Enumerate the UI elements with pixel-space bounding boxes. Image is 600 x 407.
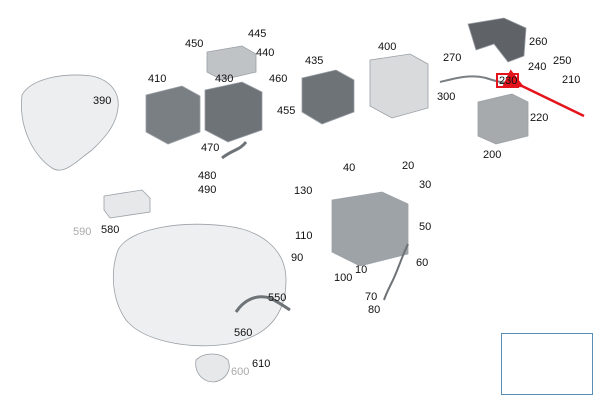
part-label[interactable]: 490	[198, 184, 217, 196]
part-label[interactable]: 390	[93, 95, 112, 107]
part-label[interactable]: 270	[443, 52, 462, 64]
part-label[interactable]: 445	[248, 28, 267, 40]
module-440-part[interactable]	[206, 45, 257, 81]
part-label[interactable]: 240	[528, 61, 547, 73]
part-label[interactable]: 300	[437, 91, 456, 103]
part-label[interactable]: 400	[378, 41, 397, 53]
pointer-arrow	[501, 69, 585, 118]
part-label[interactable]: 550	[268, 292, 287, 304]
part-label[interactable]: 30	[419, 179, 432, 191]
hose-470-part[interactable]	[221, 141, 248, 160]
part-label[interactable]: 60	[416, 257, 429, 269]
part-label[interactable]: 80	[368, 304, 381, 316]
cable-550-part[interactable]	[234, 295, 291, 313]
part-label[interactable]: 470	[201, 142, 220, 154]
overview-thumbnail[interactable]	[501, 333, 593, 395]
engine-part[interactable]	[113, 223, 287, 347]
part-label[interactable]: 110	[295, 230, 313, 242]
part-label[interactable]: 220	[530, 112, 549, 124]
part-label[interactable]: 440	[256, 47, 275, 59]
part-label[interactable]: 260	[529, 36, 548, 48]
part-label[interactable]: 20	[402, 160, 415, 172]
part-label[interactable]: 460	[269, 73, 288, 85]
part-label[interactable]: 210	[562, 74, 581, 86]
part-label[interactable]: 40	[343, 162, 356, 174]
strap-60-part[interactable]	[383, 243, 409, 301]
engine-cover-part[interactable]	[21, 74, 119, 171]
part-label[interactable]: 250	[553, 55, 572, 67]
part-label[interactable]: 50	[419, 221, 432, 233]
part-label[interactable]: 450	[185, 38, 204, 50]
part-label[interactable]: 430	[215, 73, 234, 85]
module-435-part[interactable]	[301, 69, 355, 125]
module-430-part[interactable]	[204, 81, 263, 143]
part-label[interactable]: 600	[231, 366, 250, 378]
bracket-260-part[interactable]	[467, 17, 527, 63]
part-label[interactable]: 130	[294, 185, 313, 197]
module-410-part[interactable]	[145, 85, 201, 145]
part-label[interactable]: 480	[198, 170, 217, 182]
part-label[interactable]: 435	[305, 55, 324, 67]
part-label[interactable]: 580	[101, 224, 120, 236]
part-label[interactable]: 10	[355, 264, 368, 276]
part-label[interactable]: 100	[334, 272, 353, 284]
part-label[interactable]: 560	[234, 327, 253, 339]
pump-580-part[interactable]	[103, 189, 151, 219]
module-400-part[interactable]	[369, 53, 429, 119]
highlight-box	[496, 73, 519, 88]
battery-10-part[interactable]	[331, 191, 409, 267]
part-label[interactable]: 230	[499, 75, 518, 87]
starter-600-part[interactable]	[195, 353, 230, 383]
part-label[interactable]: 610	[252, 358, 271, 370]
part-label[interactable]: 70	[365, 291, 378, 303]
battery-200-part[interactable]	[477, 93, 529, 145]
part-label[interactable]: 455	[277, 105, 296, 117]
part-label[interactable]: 410	[148, 73, 167, 85]
part-label[interactable]: 90	[291, 252, 304, 264]
part-label[interactable]: 590	[73, 226, 92, 238]
part-label[interactable]: 200	[483, 149, 502, 161]
